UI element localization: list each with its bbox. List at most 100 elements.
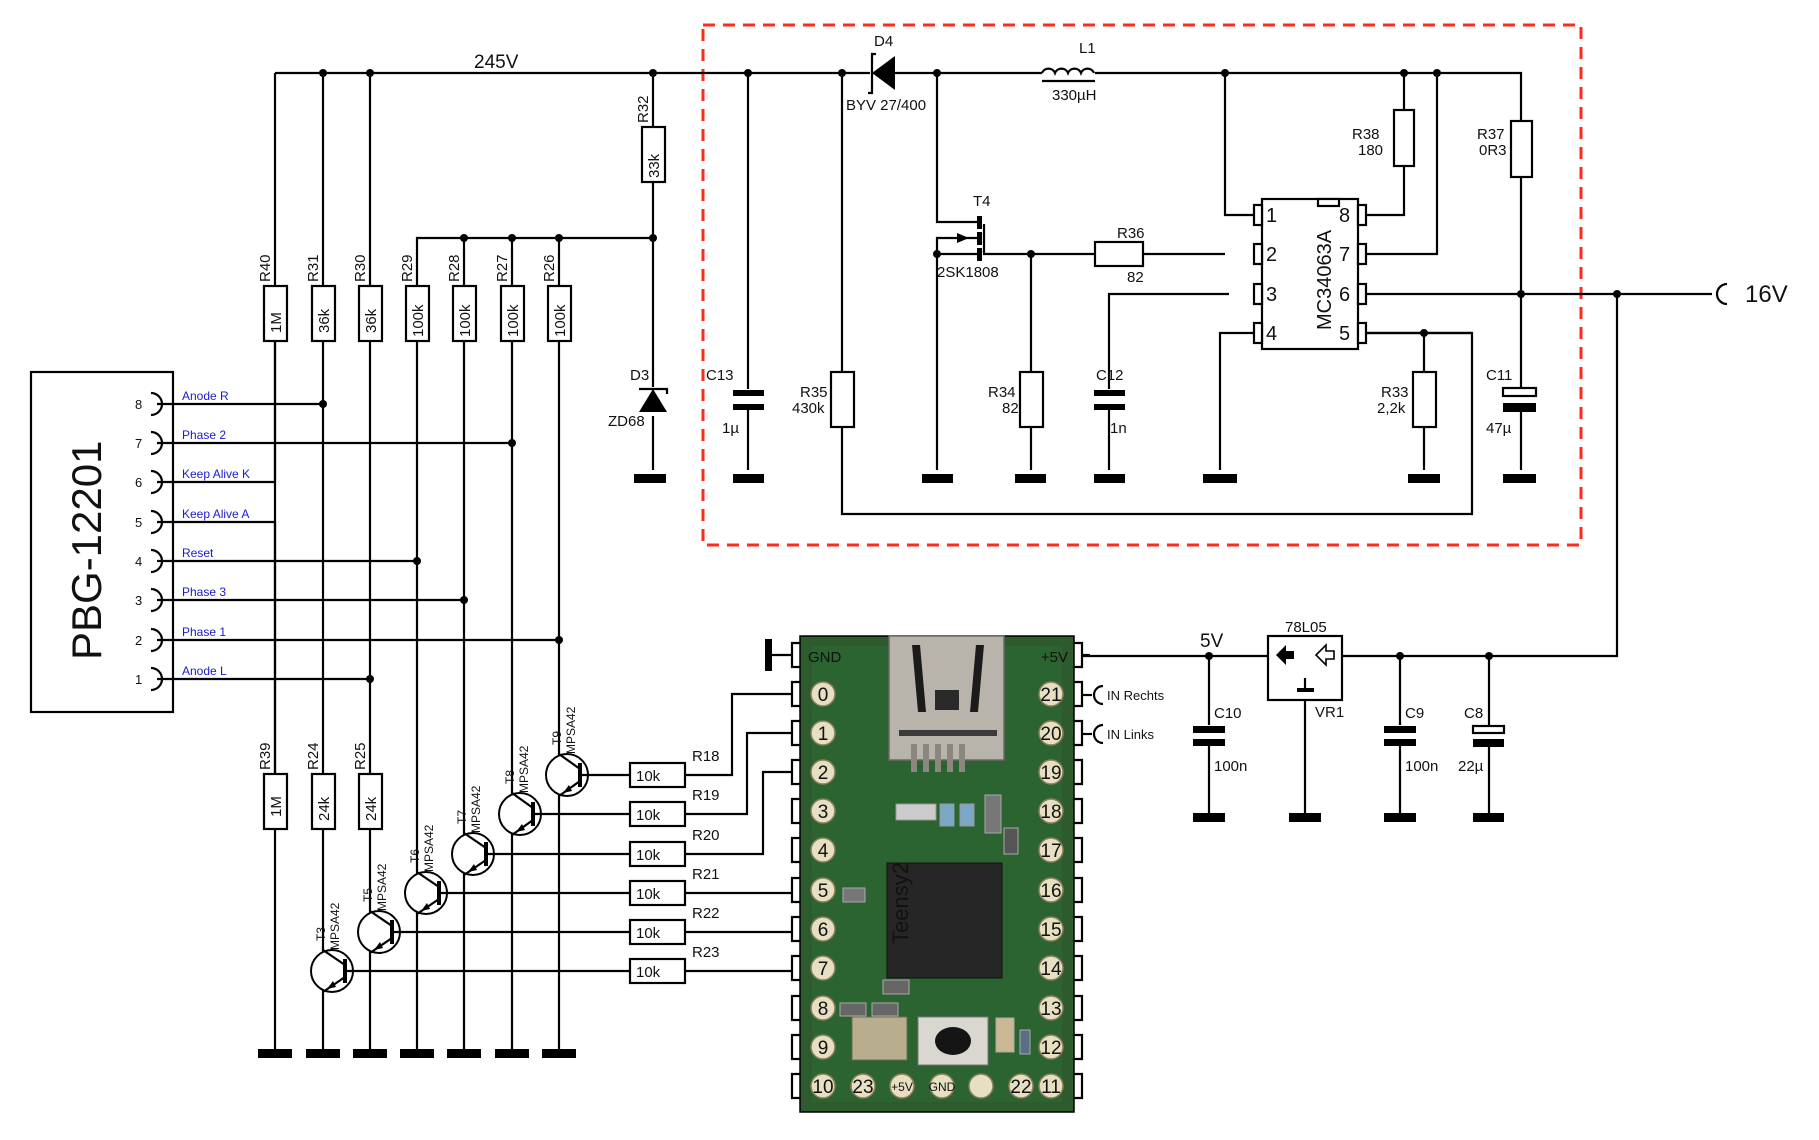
svg-text:10k: 10k xyxy=(636,925,661,942)
teensy-pin-right: 12 xyxy=(1040,1038,1061,1059)
ic-part: MC34063A xyxy=(1314,229,1336,330)
svg-text:R30: R30 xyxy=(352,254,369,282)
ground-symbol xyxy=(258,1049,292,1058)
hv-rail-label: 245V xyxy=(474,52,519,73)
svg-text:ZD68: ZD68 xyxy=(608,413,645,430)
teensy-pin-bottom: GND xyxy=(929,1080,956,1094)
display-pin-number: 1 xyxy=(135,672,142,687)
display-net-label: Phase 2 xyxy=(182,428,226,442)
teensy-pin-left: 2 xyxy=(818,763,829,784)
input-16v[interactable]: 16V xyxy=(1715,281,1788,308)
input-16v-label: 16V xyxy=(1745,281,1788,308)
teensy-pin-bottom: 10 xyxy=(812,1077,833,1098)
boost-converter: C13 1µ R35 430k D4 BYV 27/400 L1 330µH T… xyxy=(706,33,1712,516)
svg-text:5V: 5V xyxy=(1200,631,1224,652)
svg-text:22µ: 22µ xyxy=(1458,758,1484,775)
teensy-pin-left: 6 xyxy=(818,920,829,941)
ground-symbol xyxy=(353,1049,387,1058)
teensy-pin-right: +5V xyxy=(1041,649,1068,666)
svg-text:R39: R39 xyxy=(257,742,274,770)
ic-pin-right: 8 xyxy=(1339,205,1350,227)
display-pin-number: 7 xyxy=(135,436,142,451)
svg-text:C8: C8 xyxy=(1464,705,1483,722)
svg-text:R28: R28 xyxy=(446,254,463,282)
svg-text:10k: 10k xyxy=(636,847,661,864)
display-net-label: Anode L xyxy=(182,664,227,678)
regulator-part: 78L05 xyxy=(1285,619,1327,636)
regulator-ref: VR1 xyxy=(1315,704,1344,721)
mcu-chip xyxy=(886,862,1003,979)
ic-pin-right: 5 xyxy=(1339,323,1350,345)
driver-transistors: MPSA42T3MPSA42T5MPSA42T6MPSA42T7MPSA42T8… xyxy=(310,706,630,993)
svg-text:100k: 100k xyxy=(552,304,569,337)
svg-text:0R3: 0R3 xyxy=(1479,142,1507,159)
ic-pin-left: 1 xyxy=(1266,205,1277,227)
svg-text:C11: C11 xyxy=(1486,367,1512,384)
svg-text:T6: T6 xyxy=(408,849,422,863)
svg-text:2,2k: 2,2k xyxy=(1377,400,1406,417)
svg-text:L1: L1 xyxy=(1079,40,1096,57)
svg-text:MPSA42: MPSA42 xyxy=(375,863,389,911)
display-net-label: Keep Alive A xyxy=(182,507,249,521)
svg-text:10k: 10k xyxy=(636,964,661,981)
teensy-pin-right: 13 xyxy=(1040,999,1061,1020)
teensy-pin-left: 1 xyxy=(818,724,829,745)
svg-text:R29: R29 xyxy=(399,254,416,282)
display-net-label: Anode R xyxy=(182,389,229,403)
teensy-pin-left: 9 xyxy=(818,1038,829,1059)
svg-text:R31: R31 xyxy=(305,254,322,282)
ic-pin-right: 6 xyxy=(1339,284,1350,306)
teensy-pin-bottom: 11 xyxy=(1041,1077,1061,1098)
input-left-label: IN Links xyxy=(1107,727,1154,742)
display-net-label: Keep Alive K xyxy=(182,467,250,481)
teensy-pin-right: 18 xyxy=(1040,802,1061,823)
ic-pin-right: 7 xyxy=(1339,244,1350,266)
display-pin-number: 8 xyxy=(135,397,142,412)
teensy-pin-right: 20 xyxy=(1040,724,1061,745)
svg-text:R20: R20 xyxy=(692,827,720,844)
svg-text:100n: 100n xyxy=(1214,758,1247,775)
teensy-pin-bottom: +5V xyxy=(891,1080,913,1094)
svg-text:C13: C13 xyxy=(706,367,734,384)
teensy-pin-left: 8 xyxy=(818,999,829,1020)
ic-pin-left: 3 xyxy=(1266,284,1277,306)
svg-text:MPSA42: MPSA42 xyxy=(564,706,578,754)
svg-text:T5: T5 xyxy=(361,888,375,902)
svg-text:BYV 27/400: BYV 27/400 xyxy=(846,97,926,114)
audio-inputs: IN Rechts IN Links xyxy=(1082,684,1165,745)
svg-text:10k: 10k xyxy=(636,886,661,903)
display-wiring xyxy=(157,341,563,774)
svg-text:1M: 1M xyxy=(268,312,285,333)
svg-text:330µH: 330µH xyxy=(1052,87,1097,104)
ground-symbol xyxy=(542,1049,576,1058)
display-net-label: Reset xyxy=(182,546,214,560)
svg-text:33k: 33k xyxy=(646,153,663,178)
svg-text:1M: 1M xyxy=(268,796,285,817)
svg-text:R35: R35 xyxy=(800,384,828,401)
svg-text:R21: R21 xyxy=(692,866,720,883)
resistor-r21: 10k R21 xyxy=(628,866,792,907)
svg-text:C10: C10 xyxy=(1214,705,1242,722)
teensy-pin-right: 15 xyxy=(1040,920,1061,941)
input-right-label: IN Rechts xyxy=(1107,688,1165,703)
display-pin-number: 2 xyxy=(135,633,142,648)
svg-text:10k: 10k xyxy=(636,807,661,824)
teensy-pin-left: GND xyxy=(808,649,842,666)
svg-text:1n: 1n xyxy=(1110,420,1127,437)
display-net-label: Phase 3 xyxy=(182,585,226,599)
svg-text:R38: R38 xyxy=(1352,126,1380,143)
ground-symbol xyxy=(400,1049,434,1058)
